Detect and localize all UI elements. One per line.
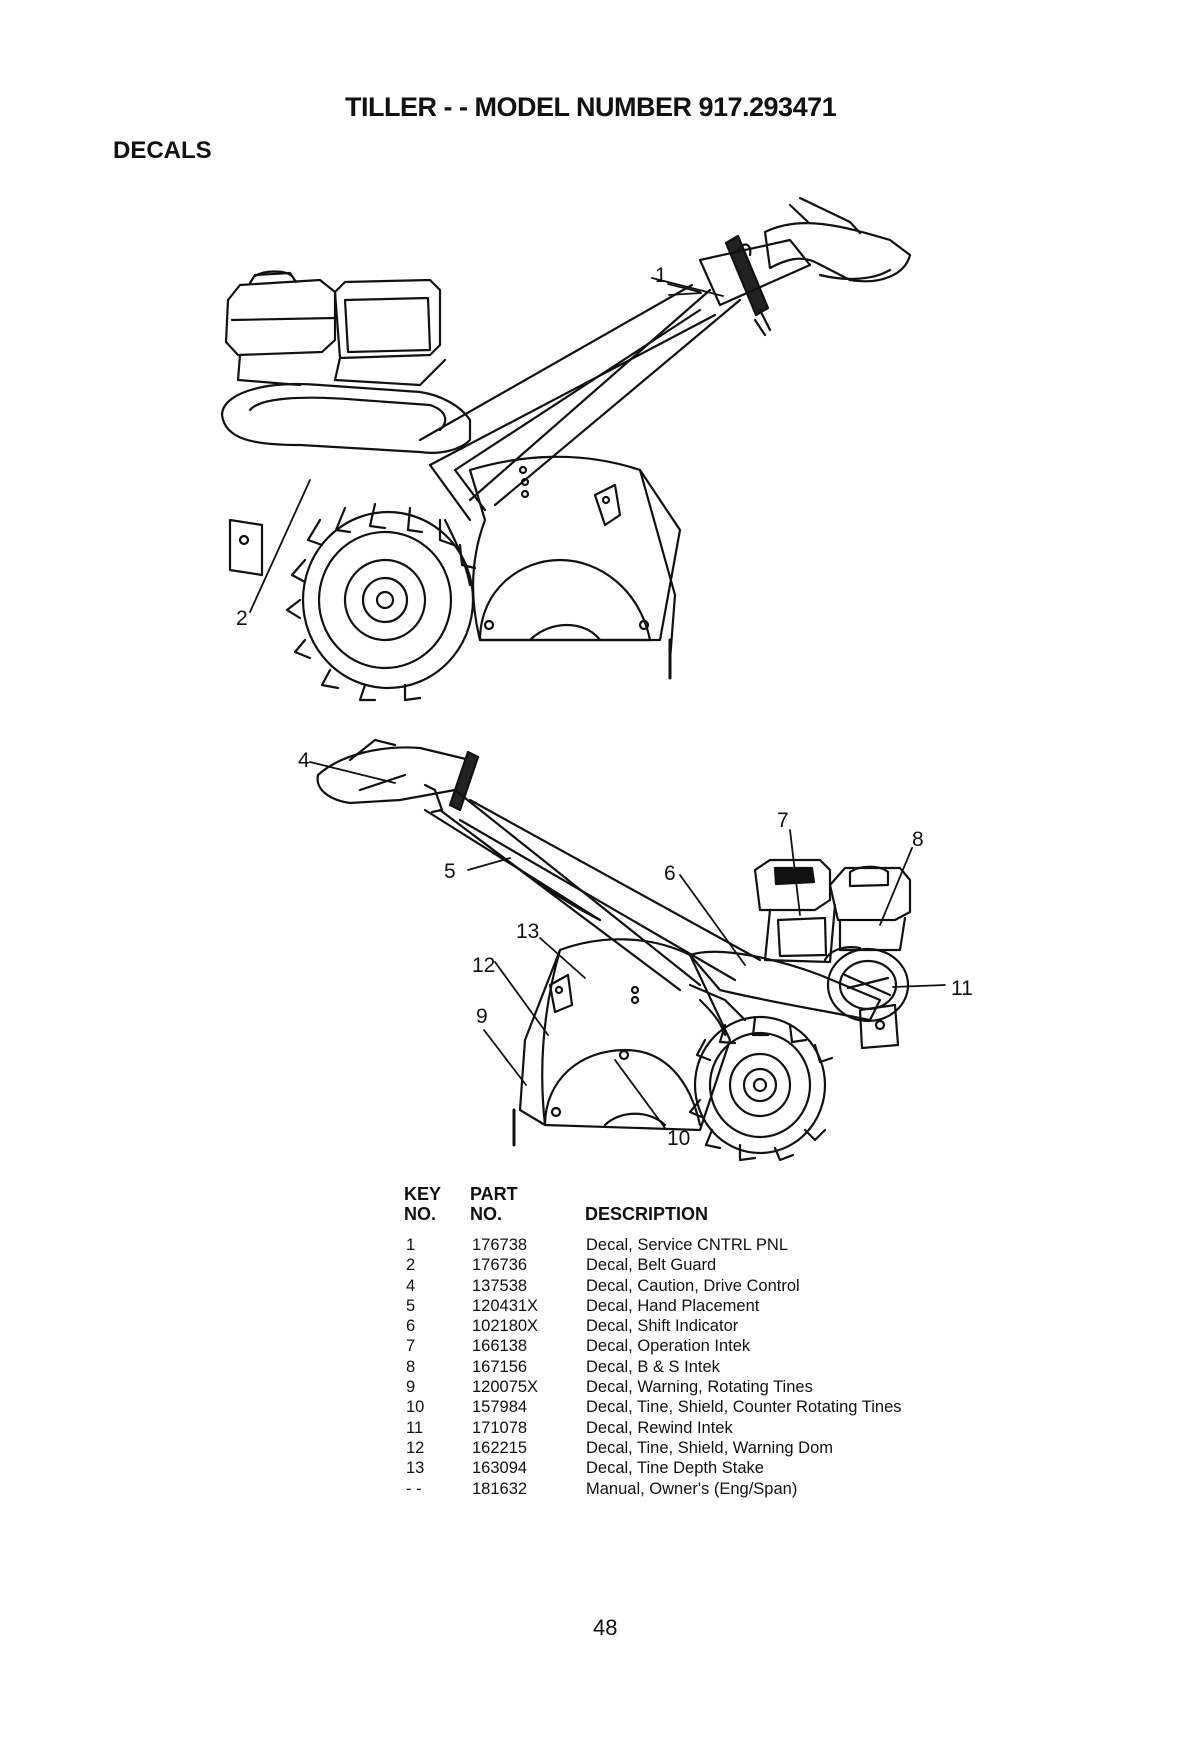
callout-7: 7: [777, 809, 789, 832]
part-description: Decal, Service CNTRL PNL: [586, 1236, 789, 1254]
key-number: - -: [406, 1479, 422, 1498]
key-number: 9: [406, 1378, 416, 1397]
key-number: 10: [406, 1398, 425, 1417]
part-number: 137538: [472, 1276, 528, 1295]
part-number: 176736: [472, 1256, 528, 1275]
part-number: 102180X: [472, 1317, 539, 1336]
page-number: 48: [593, 1615, 618, 1640]
part-description: Decal, B & S Intek: [586, 1357, 720, 1376]
part-description: Decal, Warning, Rotating Tines: [586, 1378, 813, 1397]
part-number: 166138: [472, 1337, 528, 1356]
part-description: Decal, Caution, Drive Control: [586, 1276, 800, 1295]
callout-6: 6: [664, 862, 676, 885]
callout-12: 12: [472, 954, 495, 977]
callout-1: 1: [655, 264, 667, 287]
callout-2: 2: [236, 607, 248, 630]
column-header-key: KEY NO.: [404, 1184, 442, 1224]
key-number: 7: [406, 1337, 416, 1356]
part-number: 163094: [472, 1459, 528, 1478]
key-number: 8: [406, 1357, 416, 1376]
part-description: Decal, Rewind Intek: [586, 1418, 733, 1437]
part-description: Decal, Belt Guard: [586, 1256, 717, 1275]
tiller-diagram-top: [220, 196, 912, 702]
callout-9: 9: [476, 1005, 488, 1028]
column-header-part: PART NO.: [470, 1184, 518, 1224]
callout-11: 11: [951, 977, 973, 1000]
part-number: 162215: [472, 1438, 528, 1457]
callout-10: 10: [667, 1127, 690, 1150]
part-number: 120431X: [472, 1296, 539, 1315]
column-header-description: DESCRIPTION: [585, 1204, 709, 1224]
callout-4: 4: [298, 749, 310, 772]
key-number: 12: [406, 1438, 425, 1457]
key-number: 11: [406, 1418, 424, 1437]
part-number: 167156: [472, 1357, 528, 1376]
part-number: 181632: [472, 1479, 528, 1498]
part-number: 171078: [472, 1418, 528, 1437]
callout-8: 8: [912, 828, 924, 851]
key-number: 4: [406, 1276, 416, 1295]
callout-13: 13: [516, 920, 539, 943]
key-number: 13: [406, 1459, 425, 1478]
tiller-diagram-bottom: [309, 738, 946, 1162]
key-number: 6: [406, 1317, 416, 1336]
part-description: Manual, Owner's (Eng/Span): [586, 1479, 798, 1498]
key-number: 1: [406, 1236, 416, 1254]
key-number: 2: [406, 1256, 416, 1275]
part-description: Decal, Shift Indicator: [586, 1317, 739, 1336]
part-description: Decal, Tine Depth Stake: [586, 1459, 764, 1478]
page-title: TILLER - - MODEL NUMBER 917.293471: [345, 92, 837, 122]
key-number: 5: [406, 1296, 416, 1315]
section-title: DECALS: [113, 137, 212, 164]
part-description: Decal, Tine, Shield, Counter Rotating Ti…: [586, 1398, 902, 1417]
part-number: 176738: [472, 1236, 528, 1254]
part-description: Decal, Tine, Shield, Warning Dom: [586, 1438, 833, 1457]
callout-5: 5: [444, 860, 456, 883]
part-number: 157984: [472, 1398, 528, 1417]
part-description: Decal, Operation Intek: [586, 1337, 751, 1356]
part-description: Decal, Hand Placement: [586, 1296, 760, 1315]
part-number: 120075X: [472, 1378, 539, 1397]
